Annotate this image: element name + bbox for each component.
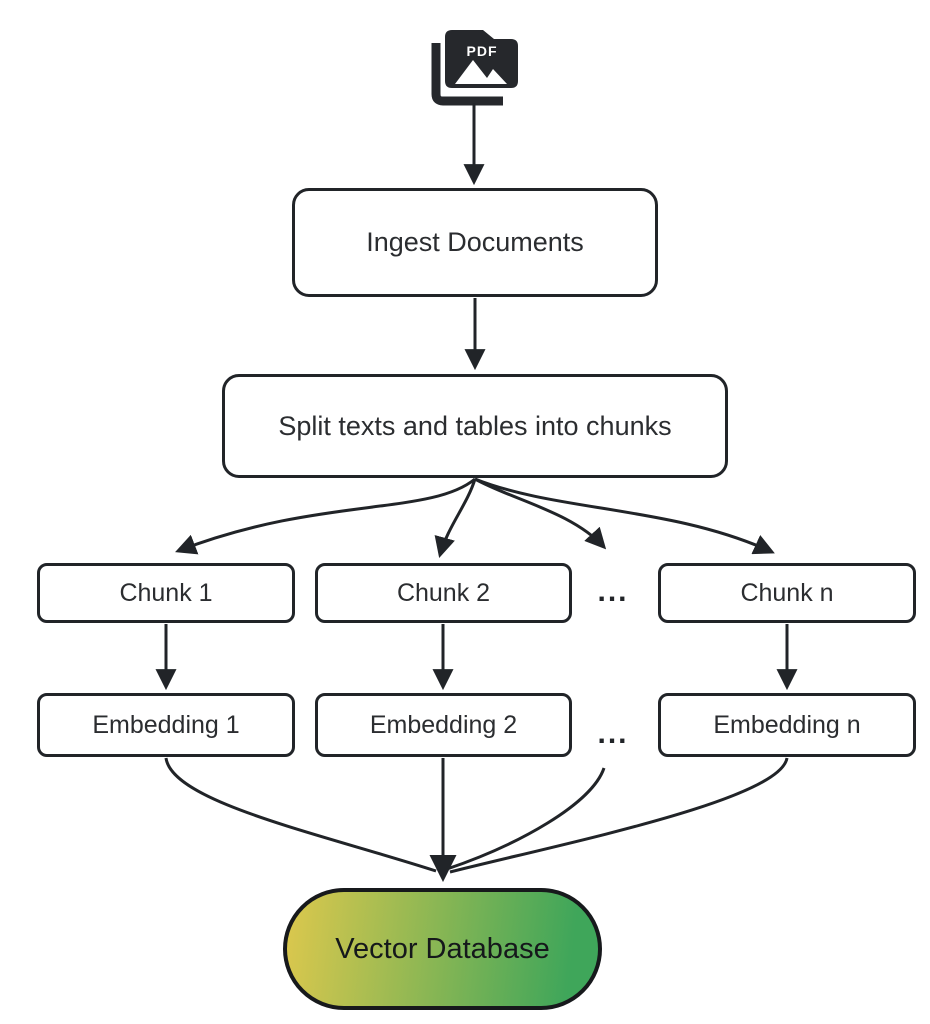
node-embedding-2-label: Embedding 2 [369, 710, 518, 739]
node-chunk-2: Chunk 2 [315, 563, 572, 623]
node-split-chunks-label: Split texts and tables into chunks [278, 410, 672, 441]
node-vector-database: Vector Database [283, 888, 602, 1010]
node-embedding-n: Embedding n [658, 693, 916, 757]
curve-embedding-1-to-vectordb [164, 757, 437, 873]
node-vector-database-label: Vector Database [335, 932, 550, 965]
document-stack-line [431, 43, 503, 106]
embeddings-ellipsis: ... [597, 717, 629, 750]
node-embedding-1-label: Embedding 1 [92, 710, 240, 739]
pdf-document-icon: PDF [424, 24, 534, 110]
node-embedding-1: Embedding 1 [37, 693, 295, 757]
arrow-split-to-chunk-ellipsis [474, 477, 607, 550]
node-chunk-n: Chunk n [658, 563, 916, 623]
node-chunk-1-label: Chunk 1 [119, 578, 213, 607]
arrow-split-to-chunk-n [474, 477, 775, 555]
node-ingest-documents-label: Ingest Documents [366, 227, 584, 257]
arrow-split-to-chunk-1 [175, 477, 476, 555]
curve-embedding-n-to-vectordb [449, 757, 789, 874]
chunks-ellipsis: ... [597, 575, 629, 608]
node-chunk-2-label: Chunk 2 [396, 578, 491, 607]
node-ingest-documents: Ingest Documents [292, 188, 658, 297]
node-chunk-1: Chunk 1 [37, 563, 295, 623]
arrow-split-to-chunk-2 [434, 478, 477, 559]
image-mountains-glyph [455, 60, 507, 84]
pdf-icon-graphic: PDF [431, 30, 518, 106]
pdf-label: PDF [467, 43, 498, 59]
node-embedding-n-label: Embedding n [713, 710, 861, 739]
node-split-chunks: Split texts and tables into chunks [222, 374, 728, 478]
curve-ellipsis-to-vectordb [446, 767, 606, 871]
node-chunk-n-label: Chunk n [740, 578, 834, 607]
node-embedding-2: Embedding 2 [315, 693, 572, 757]
